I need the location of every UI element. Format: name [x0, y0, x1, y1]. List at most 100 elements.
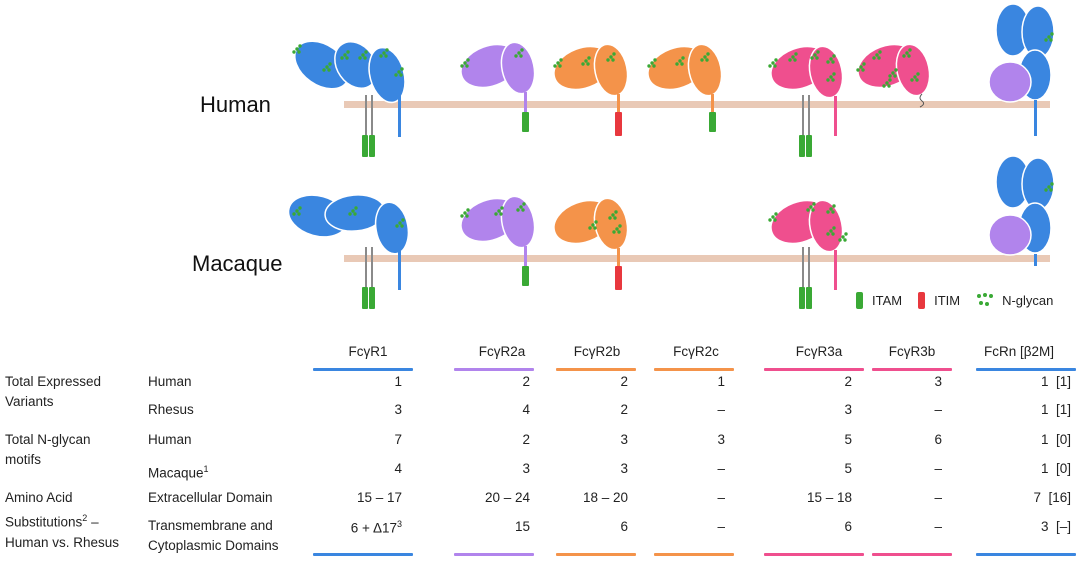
table-cell: 20 – 24 — [484, 490, 530, 505]
footnote-mark: 1 — [203, 464, 209, 474]
table-cell: 15 – 17 — [356, 490, 402, 505]
table-cell: 3 — [934, 374, 942, 389]
table-cell: 7 [16] — [1033, 490, 1071, 505]
row-sub-label: Human — [148, 432, 192, 447]
legend: ITAM ITIM N-glycan — [856, 290, 1053, 310]
col-line-bottom-fcrn — [976, 553, 1076, 556]
human-fcgr2c — [647, 43, 723, 132]
table-cell: 3 — [522, 461, 530, 476]
col-line-bottom-fcgr3a — [764, 553, 864, 556]
human-fcgr2b — [553, 43, 629, 136]
macaque-fcgr2a — [460, 195, 536, 286]
col-header-fcrn: FcRn [β2M] — [983, 344, 1055, 359]
table-cell: 2 — [620, 374, 628, 389]
table-cell: 5 — [844, 432, 852, 447]
macaque-fcrn — [988, 155, 1055, 266]
row-sub-text: Macaque — [148, 465, 204, 481]
comparison-table: FcγR1 FcγR2a FcγR2b FcγR2c FcγR3a FcγR3b… — [0, 330, 1084, 561]
table-cell: 4 — [394, 461, 402, 476]
col-line-top-fcgr2b — [556, 368, 636, 371]
table-cell: 2 — [522, 374, 530, 389]
human-fcrn — [988, 3, 1055, 136]
macaque-membrane — [344, 255, 1050, 262]
row-sub-label: Rhesus — [148, 402, 194, 417]
group-label-text: Amino Acid Substitutions — [5, 490, 83, 530]
group-label-text: Total Expressed Variants — [5, 374, 102, 409]
human-fcgr2a — [460, 41, 536, 132]
human-membrane — [344, 101, 1050, 108]
table-cell: 15 – 18 — [806, 490, 852, 505]
table-cell: 3 — [394, 402, 402, 417]
table-cell: 1 — [717, 374, 725, 389]
table-cell: – — [717, 519, 725, 534]
col-header-fcgr2a: FcγR2a — [478, 344, 526, 359]
receptor-diagram — [287, 3, 1055, 309]
table-cell: 1 [1] — [1040, 374, 1071, 389]
group-label-nglycan-motifs: Total N-glycan motifs — [5, 430, 115, 470]
species-label-human: Human — [200, 92, 271, 117]
table-cell: 3 — [620, 432, 628, 447]
col-line-bottom-fcgr2c — [654, 553, 734, 556]
table-cell: – — [934, 402, 942, 417]
human-fcgr3a — [768, 45, 844, 157]
col-line-top-fcgr3a — [764, 368, 864, 371]
table-cell: 3 — [844, 402, 852, 417]
table-cell: 7 — [394, 432, 402, 447]
table-cell: 2 — [844, 374, 852, 389]
table-cell: 6 — [620, 519, 628, 534]
human-fcgr1 — [292, 40, 406, 157]
table-cell: – — [717, 490, 725, 505]
table-cell: 6 + Δ173 — [350, 519, 402, 536]
col-line-bottom-fcgr2b — [556, 553, 636, 556]
table-cell: 2 — [620, 402, 628, 417]
row-sub-label: Extracellular Domain — [148, 490, 273, 505]
col-header-fcgr1: FcγR1 — [348, 344, 388, 359]
table-cell: 6 — [934, 432, 942, 447]
species-label-macaque: Macaque — [192, 251, 283, 276]
table-cell: – — [934, 461, 942, 476]
col-line-top-fcgr1 — [313, 368, 413, 371]
table-cell: 4 — [522, 402, 530, 417]
row-sub-label-macaque: Macaque1 — [148, 459, 209, 484]
nglycan-icon — [977, 293, 994, 306]
macaque-fcgr3a — [768, 199, 848, 309]
table-cell: 1 — [394, 374, 402, 389]
legend-itam-label: ITAM — [872, 292, 903, 308]
table-cell: 15 — [514, 519, 530, 534]
col-line-top-fcgr2c — [654, 368, 734, 371]
col-header-fcgr2c: FcγR2c — [673, 344, 719, 359]
col-header-fcgr3b: FcγR3b — [888, 344, 936, 359]
col-line-top-fcrn — [976, 368, 1076, 371]
table-cell: 3 — [717, 432, 725, 447]
table-cell: 2 — [522, 432, 530, 447]
group-label-text: Total N-glycan motifs — [5, 432, 91, 467]
table-cell: – — [717, 402, 725, 417]
group-label-expressed-variants: Total Expressed Variants — [5, 372, 135, 412]
row-sub-label: Human — [148, 374, 192, 389]
table-cell: – — [934, 519, 942, 534]
table-cell: 6 — [844, 519, 852, 534]
table-cell: – — [717, 461, 725, 476]
table-cell: 3 — [620, 461, 628, 476]
human-fcgr3b — [856, 43, 931, 108]
footnote-mark: 2 — [82, 513, 88, 523]
group-label-tail: – Human vs. Rhesus — [5, 514, 120, 550]
table-cell: 18 – 20 — [582, 490, 628, 505]
macaque-fcgr1 — [287, 194, 410, 309]
table-cell: 1 [0] — [1040, 432, 1071, 447]
macaque-fcgr2b — [553, 197, 629, 290]
table-cell: – — [934, 490, 942, 505]
col-header-fcgr3a: FcγR3a — [795, 344, 843, 359]
legend-nglycan-label: N-glycan — [1002, 292, 1054, 308]
footnote-mark: 3 — [396, 519, 402, 529]
col-header-fcgr2b: FcγR2b — [573, 344, 621, 359]
col-line-bottom-fcgr3b — [872, 553, 952, 556]
table-cell: 5 — [844, 461, 852, 476]
itam-swatch-icon — [856, 291, 863, 309]
itim-swatch-icon — [918, 291, 926, 309]
table-cell: 1 [1] — [1040, 402, 1071, 417]
table-cell: 1 [0] — [1040, 461, 1071, 476]
col-line-bottom-fcgr1 — [313, 553, 413, 556]
table-cell: 3 [–] — [1040, 519, 1071, 534]
col-line-top-fcgr3b — [872, 368, 952, 371]
